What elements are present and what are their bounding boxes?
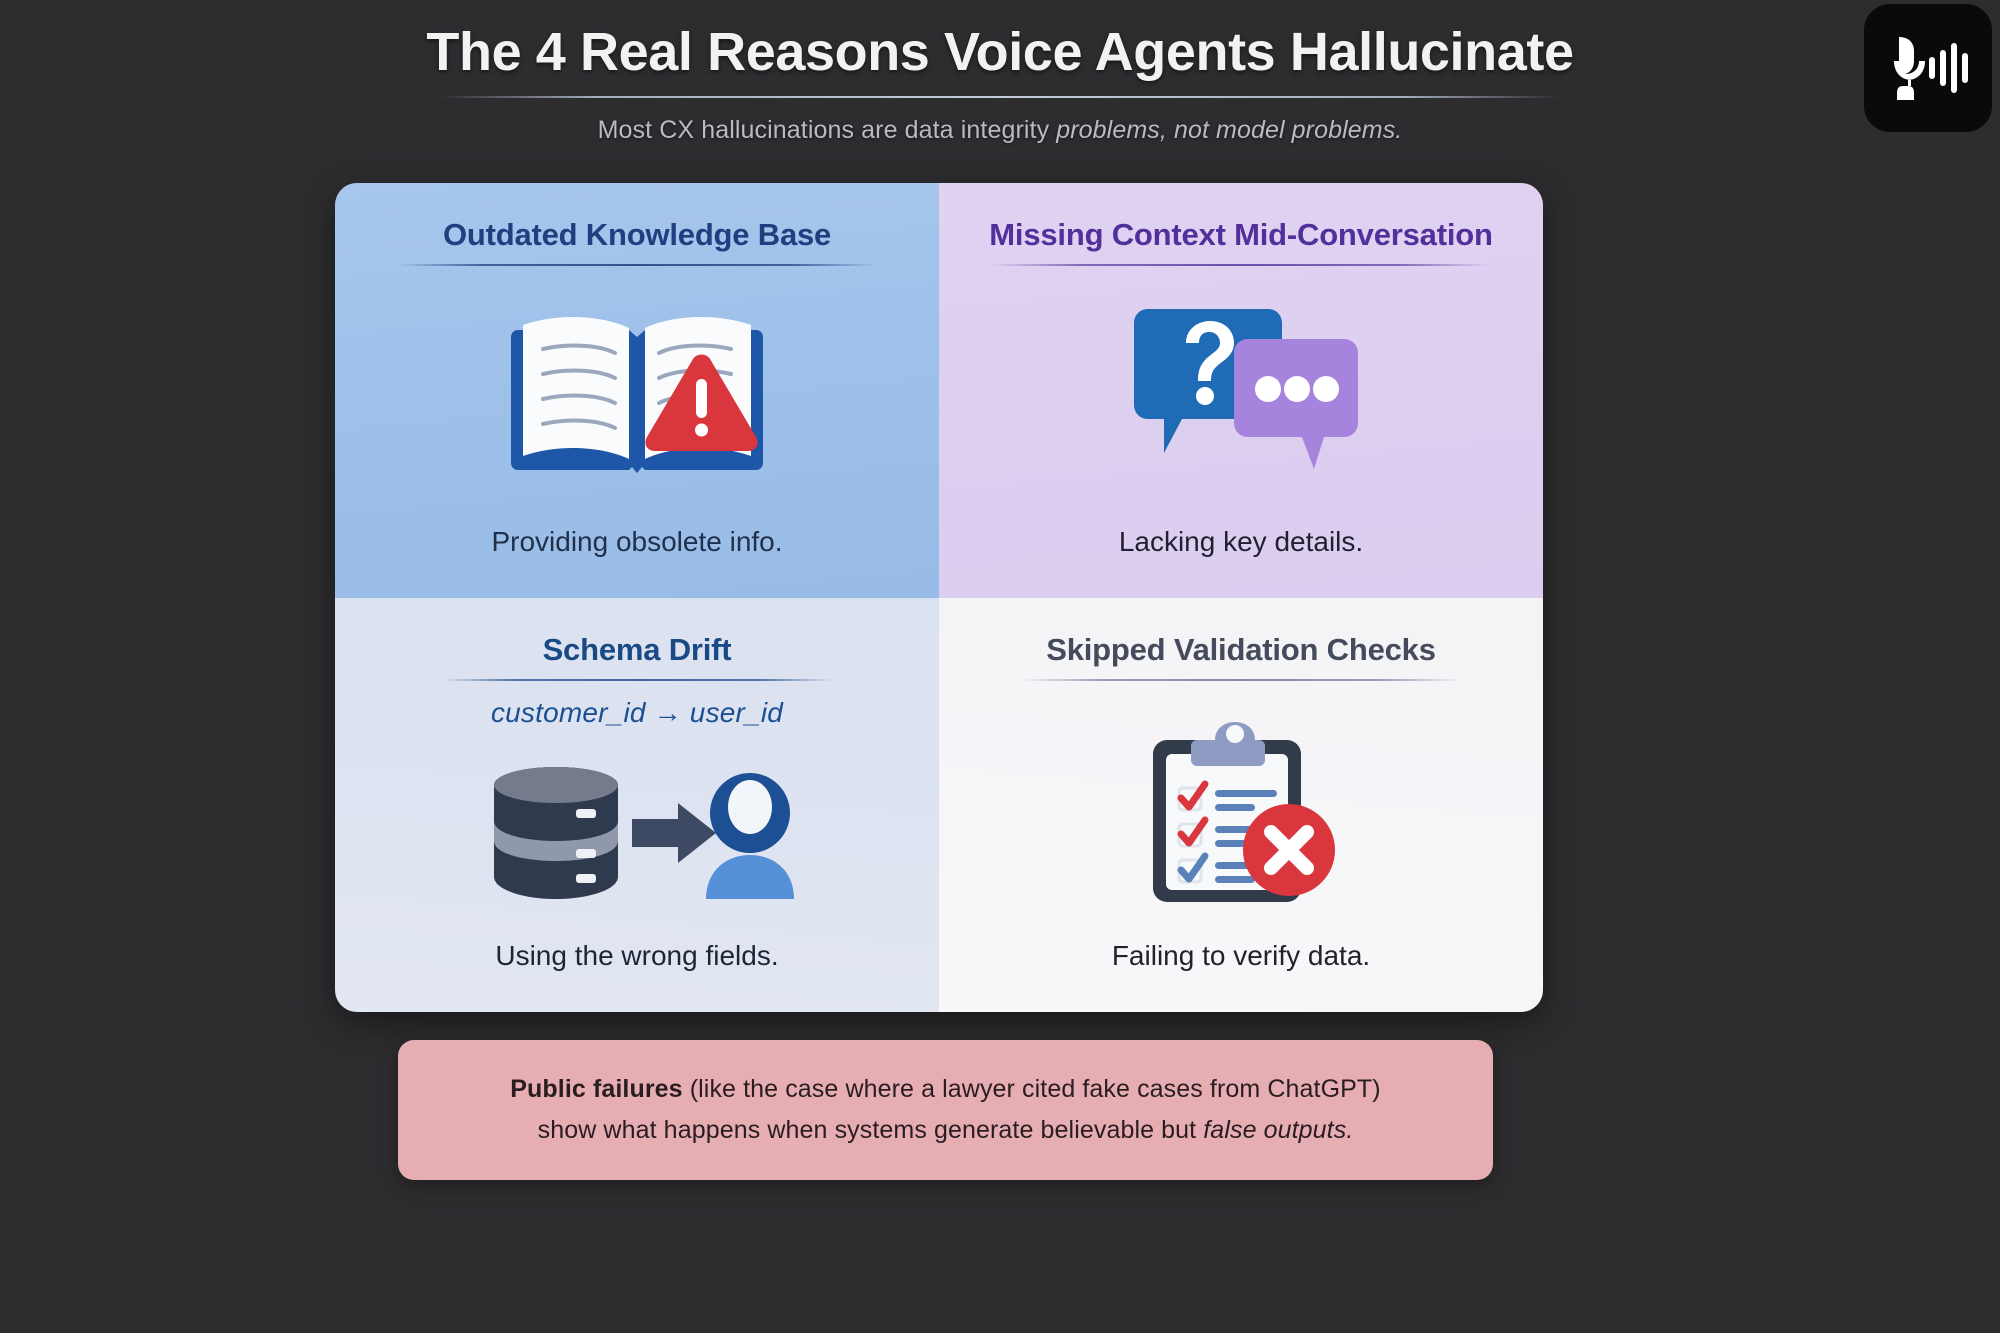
subtitle-italic: problems, not model problems. [1056,116,1403,145]
callout-line-2: show what happens when systems generate … [538,1116,1354,1145]
quadrant-illustration [335,729,939,941]
open-book-warning-icon [511,316,763,473]
microphone-soundwave-icon [1894,37,1968,100]
quadrant-caption: Providing obsolete info. [491,525,783,557]
quadrant-title-divider [1021,678,1461,681]
quadrant-caption: Failing to verify data. [1111,940,1371,971]
quadrant-caption: Using the wrong fields. [495,940,779,971]
quadrant-skipped-validation-checks: Skipped Validation Checks [939,597,1543,1012]
database-to-user-icon [494,767,794,900]
chat-bubbles-question-icon [1134,308,1358,469]
callout-line-2-italic: false outputs. [1203,1116,1354,1144]
quadrant-title: Skipped Validation Checks [1046,631,1436,667]
brand-logo [1864,4,1992,132]
quadrant-illustration [939,266,1543,526]
quadrant-outdated-knowledge-base: Outdated Knowledge Base [335,183,939,598]
clipboard-checklist-error-icon [1153,722,1335,903]
quadrant-missing-context-mid-conversation: Missing Context Mid-Conversation Lacking… [939,183,1543,598]
quadrant-title-divider [397,264,877,266]
callout-bold-lead: Public failures [510,1075,683,1103]
quadrant-title-divider [442,678,832,681]
callout-line-1: Public failures (like the case where a l… [510,1075,1380,1104]
page-title: The 4 Real Reasons Voice Agents Hallucin… [426,22,1574,82]
title-divider [440,96,1560,99]
quadrant-caption: Lacking key details. [1118,525,1364,557]
header: The 4 Real Reasons Voice Agents Hallucin… [0,22,2000,145]
quadrant-schema-drift: Schema Drift customer_id → user_id [335,597,939,1012]
quadrant-title: Outdated Knowledge Base [442,217,832,252]
quadrant-illustration [939,681,1543,941]
quadrant-title-divider [991,264,1491,266]
quadrant-title: Missing Context Mid-Conversation [989,217,1493,252]
quadrant-card: Outdated Knowledge Base [335,183,1543,1012]
public-failures-callout: Public failures (like the case where a l… [398,1040,1493,1180]
callout-line-2-plain: show what happens when systems generate … [537,1116,1204,1144]
quadrant-title: Schema Drift [542,631,732,667]
callout-line-1-rest: (like the case where a lawyer cited fake… [682,1075,1381,1103]
page-subtitle: Most CX hallucinations are data integrit… [0,116,2000,145]
schema-drift-field-mapping: customer_id → user_id [490,696,784,728]
subtitle-plain: Most CX hallucinations are data integrit… [597,116,1057,145]
quadrant-illustration [335,266,939,526]
